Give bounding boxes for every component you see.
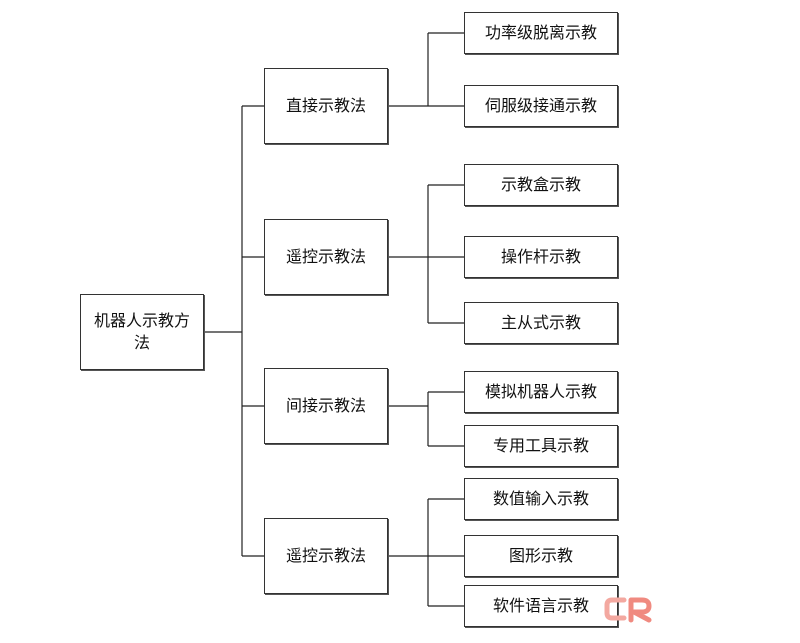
leaf-label: 专用工具示教 [492, 436, 589, 455]
category-label: 直接示教法 [285, 96, 366, 115]
leaf-label: 图形示教 [508, 546, 573, 565]
leaf-node: 专用工具示教 [464, 425, 618, 467]
leaf-node: 主从式示教 [464, 302, 618, 344]
category-node-3: 间接示教法 [264, 368, 388, 444]
leaf-label: 主从式示教 [500, 313, 581, 332]
leaf-label: 数值输入示教 [492, 489, 589, 508]
leaf-node: 数值输入示教 [464, 478, 618, 520]
category-node-1: 直接示教法 [264, 68, 388, 144]
category-label: 遥控示教法 [285, 546, 366, 565]
leaf-node: 伺服级接通示教 [464, 85, 618, 127]
root-label: 机器人示教方法 [93, 311, 190, 352]
leaf-label: 伺服级接通示教 [484, 96, 597, 115]
leaf-node: 软件语言示教 [464, 585, 618, 627]
leaf-node: 模拟机器人示教 [464, 371, 618, 413]
leaf-node: 操作杆示教 [464, 236, 618, 278]
category-label: 遥控示教法 [285, 247, 366, 266]
leaf-label: 示教盒示教 [500, 175, 581, 194]
watermark-logo [604, 597, 652, 623]
leaf-label: 操作杆示教 [500, 247, 581, 266]
leaf-label: 功率级脱离示教 [484, 23, 597, 42]
root-node: 机器人示教方法 [80, 294, 204, 370]
leaf-label: 软件语言示教 [492, 596, 589, 615]
leaf-node: 功率级脱离示教 [464, 12, 618, 54]
category-node-2: 遥控示教法 [264, 219, 388, 295]
category-node-4: 遥控示教法 [264, 518, 388, 594]
leaf-label: 模拟机器人示教 [484, 382, 597, 401]
leaf-node: 图形示教 [464, 535, 618, 577]
category-label: 间接示教法 [285, 396, 366, 415]
leaf-node: 示教盒示教 [464, 164, 618, 206]
